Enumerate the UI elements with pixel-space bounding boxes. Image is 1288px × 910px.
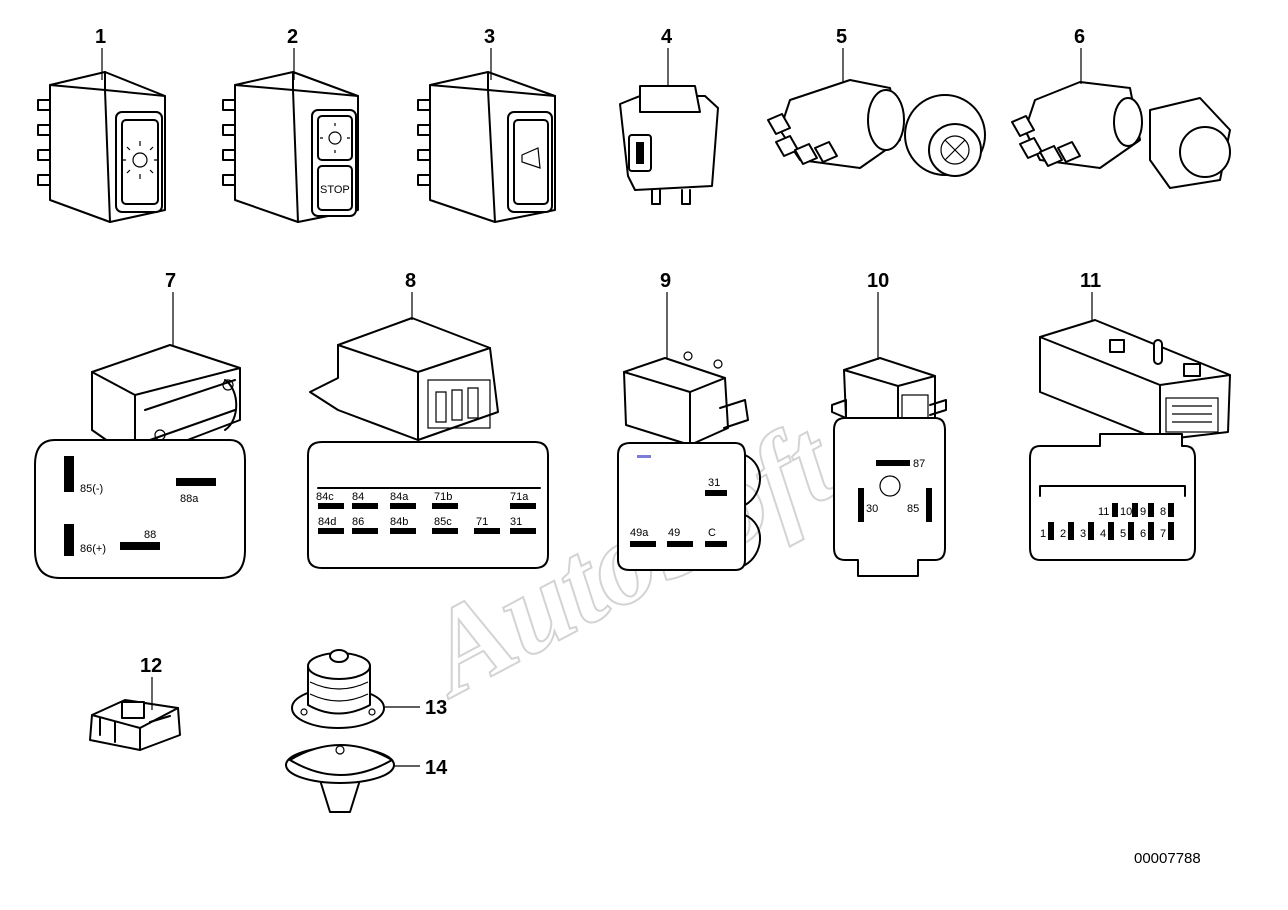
part-8-relay xyxy=(309,317,499,441)
part-6-rotary-switch xyxy=(1011,81,1231,189)
part-12-clip xyxy=(89,699,181,751)
svg-text:71a: 71a xyxy=(510,491,529,503)
part-1-switch xyxy=(37,71,166,223)
svg-text:85c: 85c xyxy=(434,516,452,528)
svg-text:3: 3 xyxy=(484,26,495,48)
part-11-connector: 11 10 9 8 1 2 3 4 5 6 7 xyxy=(1029,433,1196,561)
part-1-label: 1 xyxy=(95,26,106,80)
svg-text:6: 6 xyxy=(1140,528,1146,540)
svg-text:12: 12 xyxy=(140,655,162,677)
svg-text:5: 5 xyxy=(1120,528,1126,540)
svg-text:9: 9 xyxy=(1140,506,1146,518)
svg-text:84c: 84c xyxy=(316,491,334,503)
svg-text:2: 2 xyxy=(287,26,298,48)
svg-text:49a: 49a xyxy=(630,527,649,539)
part-7-connector: 85(-) 88a 86(+) 88 xyxy=(34,439,246,579)
part-2-label: 2 xyxy=(287,26,298,80)
svg-text:4: 4 xyxy=(1100,528,1106,540)
svg-text:8: 8 xyxy=(1160,506,1166,518)
svg-text:87: 87 xyxy=(913,458,925,470)
svg-text:11: 11 xyxy=(1098,506,1109,518)
svg-text:10: 10 xyxy=(1120,506,1132,518)
svg-text:84b: 84b xyxy=(390,516,408,528)
svg-text:10: 10 xyxy=(867,270,889,292)
part-2-switch: STOP xyxy=(222,71,359,223)
part-7-relay xyxy=(91,344,241,461)
document-number: 00007788 xyxy=(1134,850,1201,867)
svg-text:5: 5 xyxy=(836,26,847,48)
part-10-connector: 87 30 85 xyxy=(833,417,946,577)
svg-text:9: 9 xyxy=(660,270,671,292)
svg-text:49: 49 xyxy=(668,527,680,539)
svg-text:C: C xyxy=(708,527,716,539)
svg-text:84: 84 xyxy=(352,491,364,503)
svg-text:85(-): 85(-) xyxy=(80,483,103,495)
part-13-label: 13 xyxy=(384,697,447,719)
svg-text:7: 7 xyxy=(1160,528,1166,540)
part-9-connector: 31 49a 49 C xyxy=(617,442,761,571)
part-4-label: 4 xyxy=(661,26,673,86)
svg-text:2: 2 xyxy=(1060,528,1066,540)
svg-text:31: 31 xyxy=(510,516,522,528)
part-13-grommet-cap xyxy=(291,649,385,729)
part-8-connector: 84c 84 84a 71b 71a 84d 86 84b 85c 71 31 xyxy=(307,441,549,569)
svg-text:71b: 71b xyxy=(434,491,452,503)
svg-text:11: 11 xyxy=(1080,270,1101,292)
svg-text:8: 8 xyxy=(405,270,416,292)
svg-text:71: 71 xyxy=(476,516,488,528)
svg-text:14: 14 xyxy=(425,757,448,779)
svg-text:30: 30 xyxy=(866,503,878,515)
svg-text:7: 7 xyxy=(165,270,176,292)
part-10-label: 10 xyxy=(867,270,889,360)
svg-text:88: 88 xyxy=(144,529,156,541)
part-11-module xyxy=(1039,319,1231,441)
part-9-label: 9 xyxy=(660,270,671,358)
svg-text:4: 4 xyxy=(661,26,673,48)
part-9-relay xyxy=(623,351,749,446)
part-4-switch xyxy=(619,85,719,205)
part-7-label: 7 xyxy=(165,270,176,346)
svg-text:13: 13 xyxy=(425,697,447,719)
part-14-grommet-base xyxy=(285,744,395,813)
part-8-label: 8 xyxy=(405,270,416,320)
part-11-label: 11 xyxy=(1080,270,1101,322)
svg-text:84a: 84a xyxy=(390,491,409,503)
part-14-label: 14 xyxy=(393,757,448,779)
svg-text:31: 31 xyxy=(708,477,720,489)
part-5-label: 5 xyxy=(836,26,847,82)
svg-text:3: 3 xyxy=(1080,528,1086,540)
svg-text:86: 86 xyxy=(352,516,364,528)
svg-text:85: 85 xyxy=(907,503,919,515)
svg-text:1: 1 xyxy=(1040,528,1046,540)
part-3-switch xyxy=(417,71,556,223)
part-6-label: 6 xyxy=(1074,26,1085,84)
part-12-label: 12 xyxy=(140,655,162,710)
svg-text:84d: 84d xyxy=(318,516,336,528)
svg-text:6: 6 xyxy=(1074,26,1085,48)
svg-text:STOP: STOP xyxy=(320,184,350,196)
svg-text:88a: 88a xyxy=(180,493,199,505)
part-5-rotary-switch xyxy=(767,79,986,177)
svg-text:1: 1 xyxy=(95,26,106,48)
svg-text:86(+): 86(+) xyxy=(80,543,106,555)
part-3-label: 3 xyxy=(484,26,495,80)
